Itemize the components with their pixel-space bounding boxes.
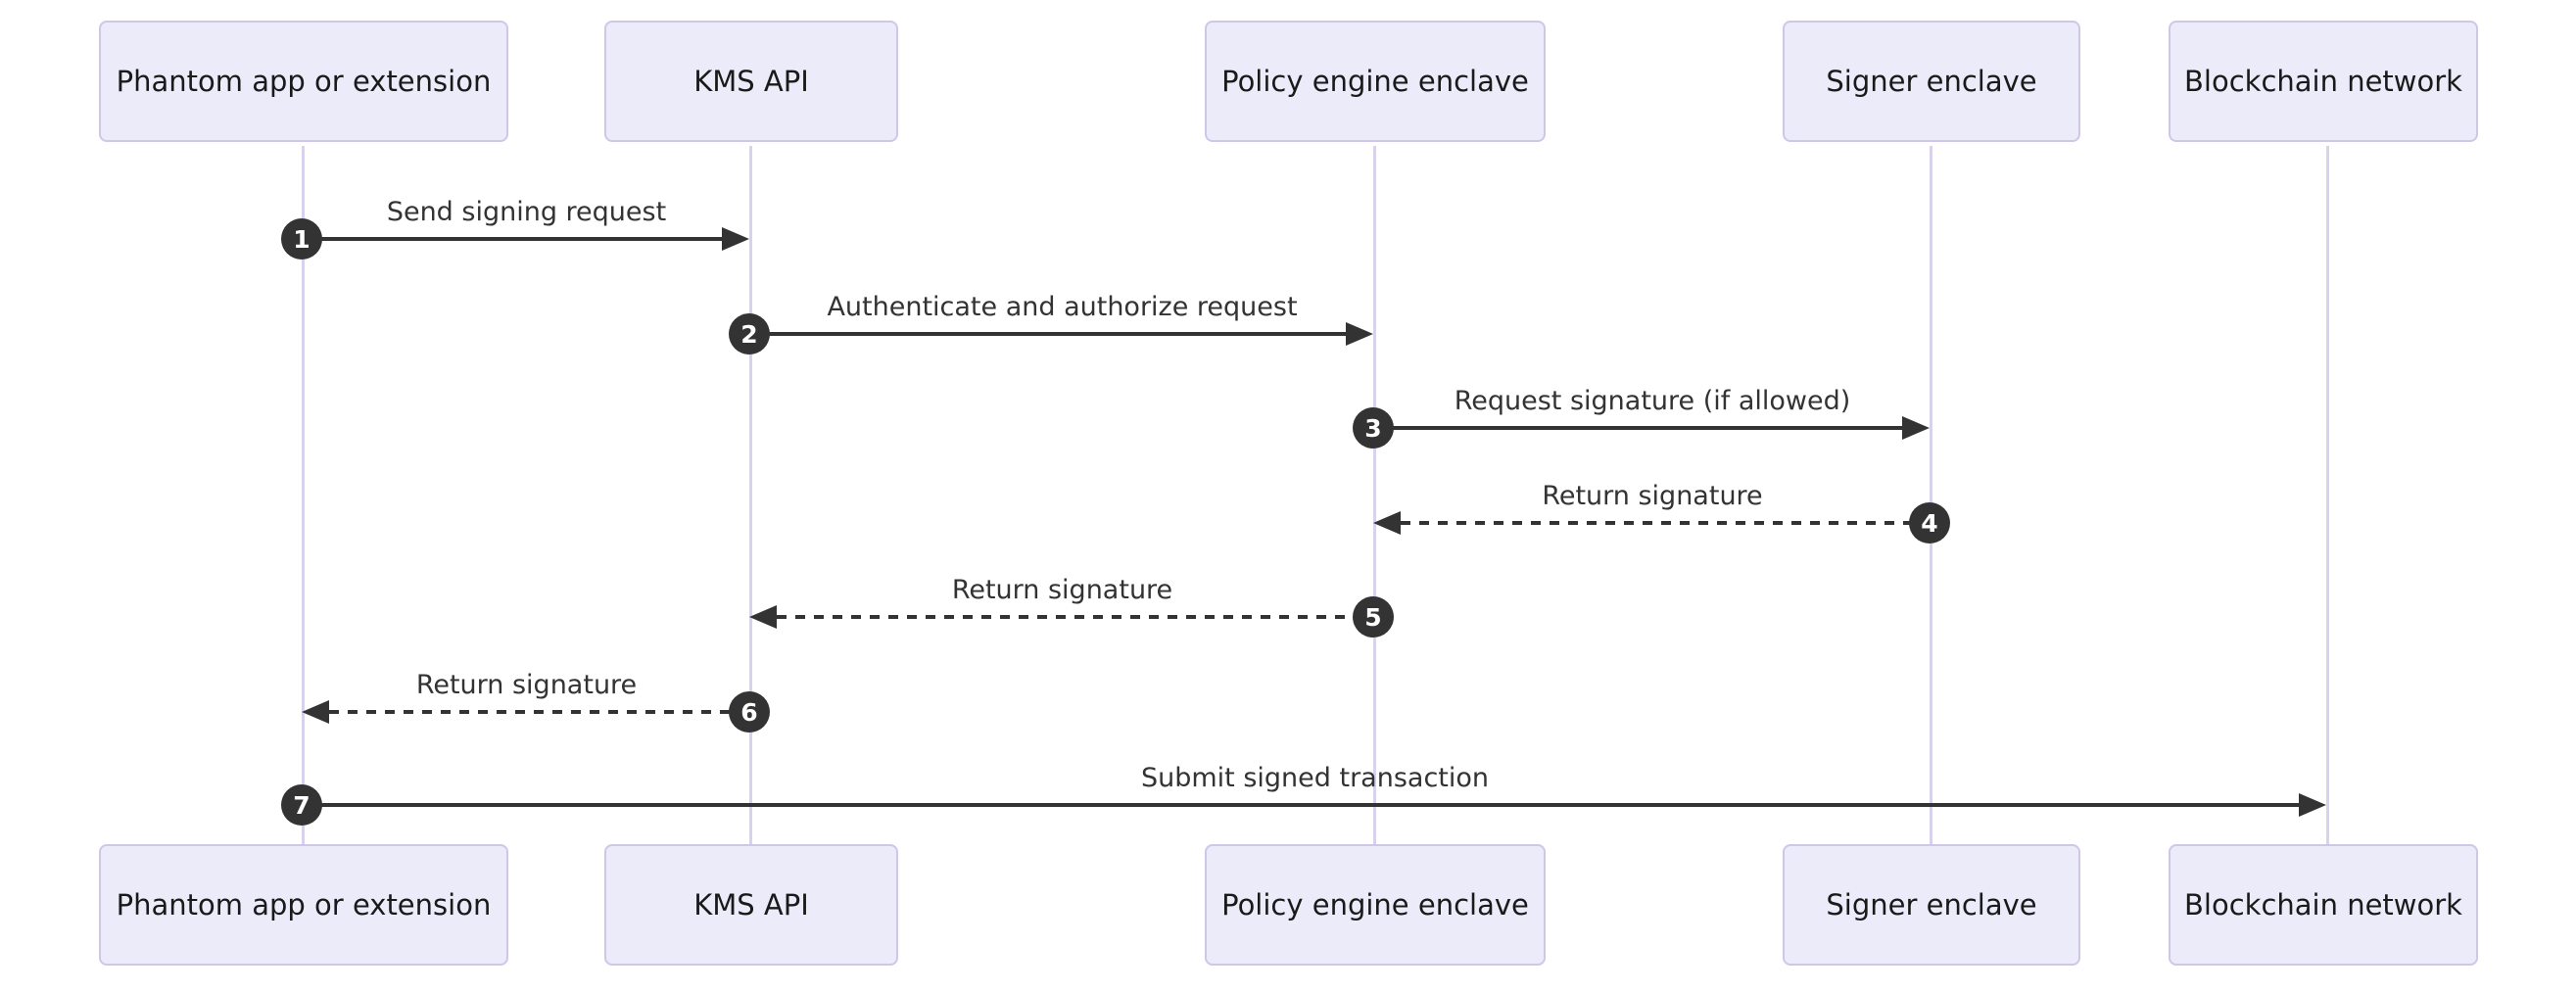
message-2-line bbox=[749, 332, 1348, 336]
actor-bottom-blockchain: Blockchain network bbox=[2169, 844, 2478, 966]
message-3-number: 3 bbox=[1353, 407, 1394, 449]
actor-top-blockchain: Blockchain network bbox=[2169, 21, 2478, 142]
actor-bottom-policy-engine: Policy engine enclave bbox=[1205, 844, 1546, 966]
lifeline-kms-api bbox=[749, 146, 752, 844]
message-7-number: 7 bbox=[281, 784, 322, 826]
actor-bottom-blockchain-label: Blockchain network bbox=[2184, 888, 2462, 922]
message-4-arrowhead-icon bbox=[1373, 511, 1401, 535]
message-5-number: 5 bbox=[1353, 596, 1394, 638]
message-6-line bbox=[329, 710, 751, 714]
message-6-number: 6 bbox=[729, 691, 770, 733]
actor-bottom-policy-engine-label: Policy engine enclave bbox=[1221, 888, 1529, 922]
actor-top-signer-label: Signer enclave bbox=[1826, 65, 2037, 98]
actor-bottom-signer-label: Signer enclave bbox=[1826, 888, 2037, 922]
message-5-line bbox=[777, 615, 1375, 619]
message-2-number: 2 bbox=[729, 313, 770, 355]
message-6-arrowhead-icon bbox=[302, 700, 329, 724]
message-6-label: Return signature bbox=[415, 670, 638, 700]
message-2-arrowhead-icon bbox=[1346, 322, 1373, 346]
message-4-line bbox=[1401, 521, 1932, 525]
actor-top-policy-engine-label: Policy engine enclave bbox=[1221, 65, 1529, 98]
message-2-label: Authenticate and authorize request bbox=[827, 292, 1298, 322]
actor-bottom-signer: Signer enclave bbox=[1783, 844, 2080, 966]
message-4-label: Return signature bbox=[1542, 481, 1763, 511]
lifeline-phantom bbox=[302, 146, 305, 844]
actor-top-kms-api: KMS API bbox=[604, 21, 898, 142]
actor-top-signer: Signer enclave bbox=[1783, 21, 2080, 142]
message-1-number: 1 bbox=[281, 218, 322, 260]
actor-bottom-phantom-label: Phantom app or extension bbox=[116, 888, 492, 922]
lifeline-policy-engine bbox=[1373, 146, 1376, 844]
message-7-label: Submit signed transaction bbox=[1140, 763, 1490, 793]
actor-top-kms-api-label: KMS API bbox=[693, 65, 809, 98]
message-1-arrowhead-icon bbox=[722, 227, 749, 251]
lifeline-blockchain bbox=[2326, 146, 2329, 844]
message-4-number: 4 bbox=[1909, 502, 1950, 544]
message-1-line bbox=[302, 237, 724, 241]
message-5-arrowhead-icon bbox=[749, 605, 777, 629]
message-3-arrowhead-icon bbox=[1902, 416, 1930, 440]
actor-top-policy-engine: Policy engine enclave bbox=[1205, 21, 1546, 142]
actor-bottom-phantom: Phantom app or extension bbox=[99, 844, 508, 966]
message-1-label: Send signing request bbox=[386, 197, 667, 227]
message-5-label: Return signature bbox=[951, 575, 1173, 605]
message-3-line bbox=[1373, 426, 1904, 430]
message-7-arrowhead-icon bbox=[2299, 793, 2326, 817]
lifeline-signer bbox=[1930, 146, 1932, 844]
actor-bottom-kms-api: KMS API bbox=[604, 844, 898, 966]
actor-top-phantom: Phantom app or extension bbox=[99, 21, 508, 142]
actor-top-phantom-label: Phantom app or extension bbox=[116, 65, 492, 98]
message-7-line bbox=[302, 803, 2301, 807]
message-3-label: Request signature (if allowed) bbox=[1454, 386, 1851, 416]
actor-top-blockchain-label: Blockchain network bbox=[2184, 65, 2462, 98]
actor-bottom-kms-api-label: KMS API bbox=[693, 888, 809, 922]
